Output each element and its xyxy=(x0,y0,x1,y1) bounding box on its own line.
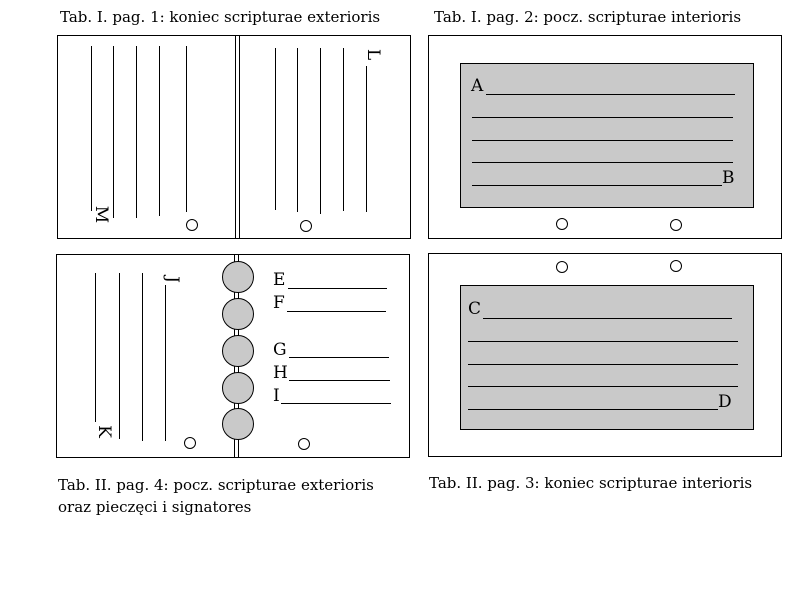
writing-line xyxy=(142,273,143,441)
letter-a: A xyxy=(471,76,484,96)
signature-line xyxy=(289,357,389,358)
letter-b: B xyxy=(722,168,735,188)
writing-line xyxy=(468,341,738,342)
writing-line xyxy=(343,48,344,211)
letter-i: I xyxy=(273,386,280,406)
writing-line xyxy=(91,46,92,211)
writing-line xyxy=(483,318,732,319)
binding-hole xyxy=(300,220,312,232)
writing-line xyxy=(472,140,733,141)
writing-line xyxy=(275,48,276,210)
letter-d: D xyxy=(718,392,732,412)
binding-hole xyxy=(298,438,310,450)
center-divider xyxy=(239,36,240,238)
writing-line xyxy=(297,48,298,212)
signature-line xyxy=(287,311,386,312)
panel-tab1-pag2: A B xyxy=(428,35,782,239)
writing-line xyxy=(472,162,733,163)
panel-tab2-pag4: J K E F G H I xyxy=(56,254,410,458)
seal xyxy=(222,372,254,404)
binding-hole xyxy=(670,219,682,231)
signature-line xyxy=(289,380,390,381)
letter-g: G xyxy=(273,340,287,360)
writing-line xyxy=(95,273,96,422)
letter-k: K xyxy=(93,425,114,438)
caption-tab1-pag2: Tab. I. pag. 2: pocz. scripturae interio… xyxy=(434,8,742,26)
writing-line xyxy=(136,46,137,218)
binding-hole xyxy=(184,437,196,449)
inner-text-area: C D xyxy=(460,285,754,430)
letter-c: C xyxy=(468,299,482,319)
seal xyxy=(222,408,254,440)
letter-f: F xyxy=(273,293,285,313)
signature-line xyxy=(281,403,391,404)
writing-line xyxy=(468,386,738,387)
letter-h: H xyxy=(273,363,288,383)
writing-line xyxy=(468,409,718,410)
writing-line xyxy=(119,273,120,439)
letter-l: L xyxy=(363,48,384,61)
panel-tab2-pag3: C D xyxy=(428,253,782,457)
writing-line xyxy=(113,46,114,218)
writing-line xyxy=(366,66,367,212)
writing-line xyxy=(472,117,733,118)
writing-line xyxy=(472,185,722,186)
letter-j: J xyxy=(161,276,182,283)
binding-hole xyxy=(670,260,682,272)
binding-hole xyxy=(186,219,198,231)
seal xyxy=(222,261,254,293)
letter-e: E xyxy=(273,270,286,290)
writing-line xyxy=(320,48,321,214)
seal xyxy=(222,298,254,330)
seal xyxy=(222,335,254,367)
binding-hole xyxy=(556,261,568,273)
writing-line xyxy=(165,285,166,441)
writing-line xyxy=(486,94,735,95)
signature-line xyxy=(288,288,387,289)
writing-line xyxy=(468,364,738,365)
binding-hole xyxy=(556,218,568,230)
letter-m: M xyxy=(91,205,112,224)
center-divider xyxy=(235,36,236,238)
inner-text-area: A B xyxy=(460,63,754,208)
caption-tab1-pag1: Tab. I. pag. 1: koniec scripturae exteri… xyxy=(60,8,381,26)
panel-tab1-pag1: M L xyxy=(57,35,411,239)
caption-tab2-pag4-line1: Tab. II. pag. 4: pocz. scripturae exteri… xyxy=(58,476,374,494)
caption-tab2-pag4-line2: oraz pieczęci i signatores xyxy=(58,498,252,516)
writing-line xyxy=(159,46,160,216)
caption-tab2-pag3: Tab. II. pag. 3: koniec scripturae inter… xyxy=(429,474,753,492)
writing-line xyxy=(186,46,187,212)
